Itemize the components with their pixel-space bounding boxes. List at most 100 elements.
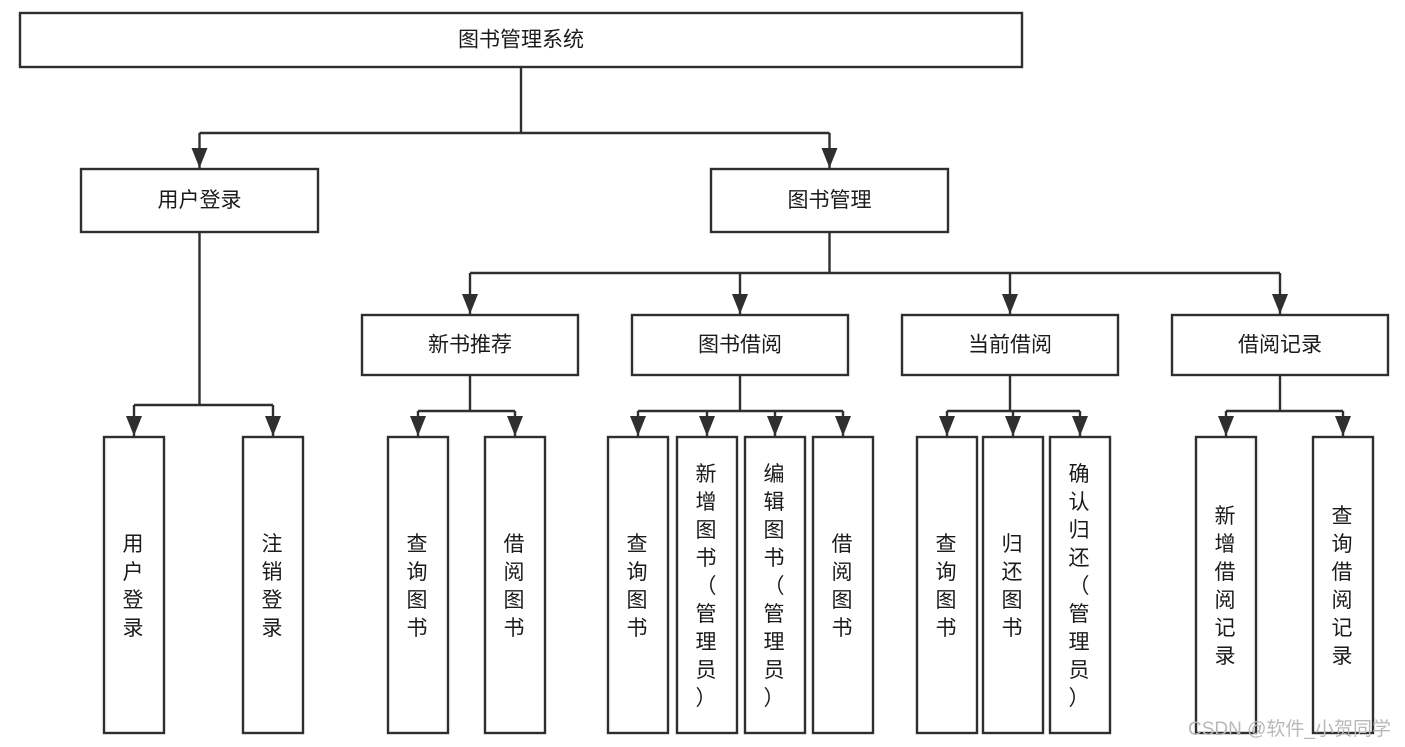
node-label-book-management: 图书管理 (788, 189, 872, 212)
svg-text:查: 查 (627, 533, 650, 556)
svg-text:（: （ (696, 575, 719, 598)
svg-text:理: 理 (764, 631, 787, 654)
svg-text:（: （ (1069, 575, 1092, 598)
svg-text:图: 图 (407, 589, 430, 612)
arrow-head-icon (1002, 294, 1018, 314)
node-leaf-borrow-book-2[interactable] (811, 435, 875, 735)
svg-text:记: 记 (1332, 617, 1355, 640)
svg-text:书: 书 (764, 547, 787, 570)
svg-text:）: ） (1069, 687, 1092, 710)
svg-text:询: 询 (1332, 533, 1355, 556)
arrow-head-icon (462, 294, 478, 314)
svg-text:阅: 阅 (504, 561, 527, 584)
node-leaf-query-book-3[interactable] (915, 435, 979, 735)
svg-text:询: 询 (936, 561, 959, 584)
node-label-new-book-recommend: 新书推荐 (428, 334, 512, 357)
node-borrow-record[interactable] (1170, 313, 1390, 377)
arrow-head-icon (732, 294, 748, 314)
svg-text:询: 询 (627, 561, 650, 584)
node-leaf-query-book-1[interactable] (386, 435, 450, 735)
svg-text:管: 管 (764, 603, 787, 626)
svg-text:注: 注 (262, 533, 285, 556)
svg-text:还: 还 (1002, 561, 1025, 584)
svg-text:借: 借 (504, 533, 527, 556)
node-new-book-recommend[interactable] (360, 313, 580, 377)
node-label-borrow-record: 借阅记录 (1238, 334, 1322, 357)
svg-text:录: 录 (262, 617, 285, 640)
svg-text:归: 归 (1002, 533, 1025, 556)
node-label-layer: 图书管理系统用户登录图书管理新书推荐图书借阅当前借阅借阅记录用户登录注销登录查询… (123, 29, 1355, 710)
node-user-login[interactable] (79, 167, 320, 234)
arrow-head-icon (1335, 416, 1351, 436)
svg-text:借: 借 (1215, 561, 1238, 584)
node-leaf-confirm-return[interactable] (1048, 435, 1112, 735)
svg-text:书: 书 (936, 617, 959, 640)
svg-text:查: 查 (1332, 505, 1355, 528)
node-box-layer (18, 11, 1390, 735)
svg-text:图: 图 (696, 519, 719, 542)
svg-text:图: 图 (627, 589, 650, 612)
svg-text:图: 图 (1002, 589, 1025, 612)
svg-text:登: 登 (262, 589, 285, 612)
node-leaf-user-logout[interactable] (241, 435, 305, 735)
svg-text:阅: 阅 (1215, 589, 1238, 612)
arrow-head-icon (767, 416, 783, 436)
arrow-head-icon (699, 416, 715, 436)
node-leaf-user-login[interactable] (102, 435, 166, 735)
arrow-head-icon (1005, 416, 1021, 436)
svg-text:还: 还 (1069, 547, 1092, 570)
node-book-borrow[interactable] (630, 313, 850, 377)
svg-text:图: 图 (764, 519, 787, 542)
node-leaf-return-book[interactable] (981, 435, 1045, 735)
svg-text:用: 用 (123, 533, 146, 556)
arrow-head-icon (1218, 416, 1234, 436)
node-leaf-add-book[interactable] (675, 435, 739, 735)
node-leaf-borrow-book-1[interactable] (483, 435, 547, 735)
node-label-leaf-user-login: 用户登录 (123, 533, 146, 640)
arrow-head-icon (835, 416, 851, 436)
svg-text:图: 图 (832, 589, 855, 612)
node-leaf-add-record[interactable] (1194, 435, 1258, 735)
node-book-management[interactable] (709, 167, 950, 234)
svg-text:员: 员 (1069, 659, 1092, 682)
node-leaf-edit-book[interactable] (743, 435, 807, 735)
arrow-head-icon (410, 416, 426, 436)
svg-text:记: 记 (1215, 617, 1238, 640)
svg-text:（: （ (764, 575, 787, 598)
arrow-head-icon (939, 416, 955, 436)
svg-text:增: 增 (1215, 533, 1238, 556)
node-root-system[interactable] (18, 11, 1024, 69)
node-root-label: 图书管理系统 (458, 29, 584, 52)
svg-text:新: 新 (696, 463, 719, 486)
node-leaf-query-book-2[interactable] (606, 435, 670, 735)
svg-text:录: 录 (1332, 645, 1355, 668)
svg-text:理: 理 (1069, 631, 1092, 654)
svg-text:图: 图 (504, 589, 527, 612)
node-current-borrow[interactable] (900, 313, 1120, 377)
svg-text:认: 认 (1069, 491, 1092, 514)
arrow-head-icon (630, 416, 646, 436)
svg-text:辑: 辑 (764, 491, 787, 514)
svg-text:借: 借 (1332, 561, 1355, 584)
arrow-head-icon (265, 416, 281, 436)
svg-text:归: 归 (1069, 519, 1092, 542)
svg-text:录: 录 (123, 617, 146, 640)
svg-text:书: 书 (627, 617, 650, 640)
node-label-current-borrow: 当前借阅 (968, 334, 1052, 357)
svg-text:员: 员 (764, 659, 787, 682)
node-leaf-query-record[interactable] (1311, 435, 1375, 735)
node-label-user-login: 用户登录 (158, 189, 242, 212)
svg-text:新: 新 (1215, 505, 1238, 528)
